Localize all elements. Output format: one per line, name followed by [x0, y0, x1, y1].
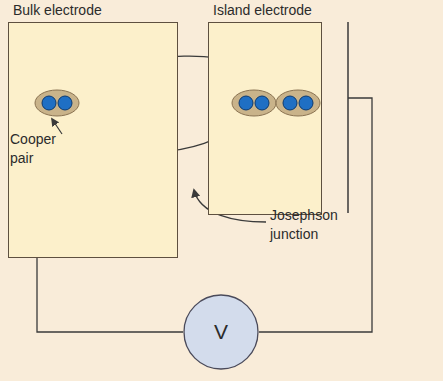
part-label: Cooper pair	[10, 130, 62, 168]
meter-symbol: V	[183, 320, 259, 344]
part-label: Josephson junction	[270, 206, 354, 244]
electrode-heading: Island electrode	[213, 2, 312, 18]
cooper-pair	[35, 90, 79, 116]
voltmeter: V	[183, 294, 259, 370]
electrode-heading: Bulk electrode	[13, 2, 102, 18]
cooper-pair	[276, 90, 320, 116]
cooper-pair	[232, 90, 276, 116]
voltmeter-outline	[184, 295, 258, 369]
circuit-wire	[37, 258, 183, 332]
island-electrode: Island electrode	[208, 22, 322, 215]
gate-plate	[347, 22, 349, 213]
